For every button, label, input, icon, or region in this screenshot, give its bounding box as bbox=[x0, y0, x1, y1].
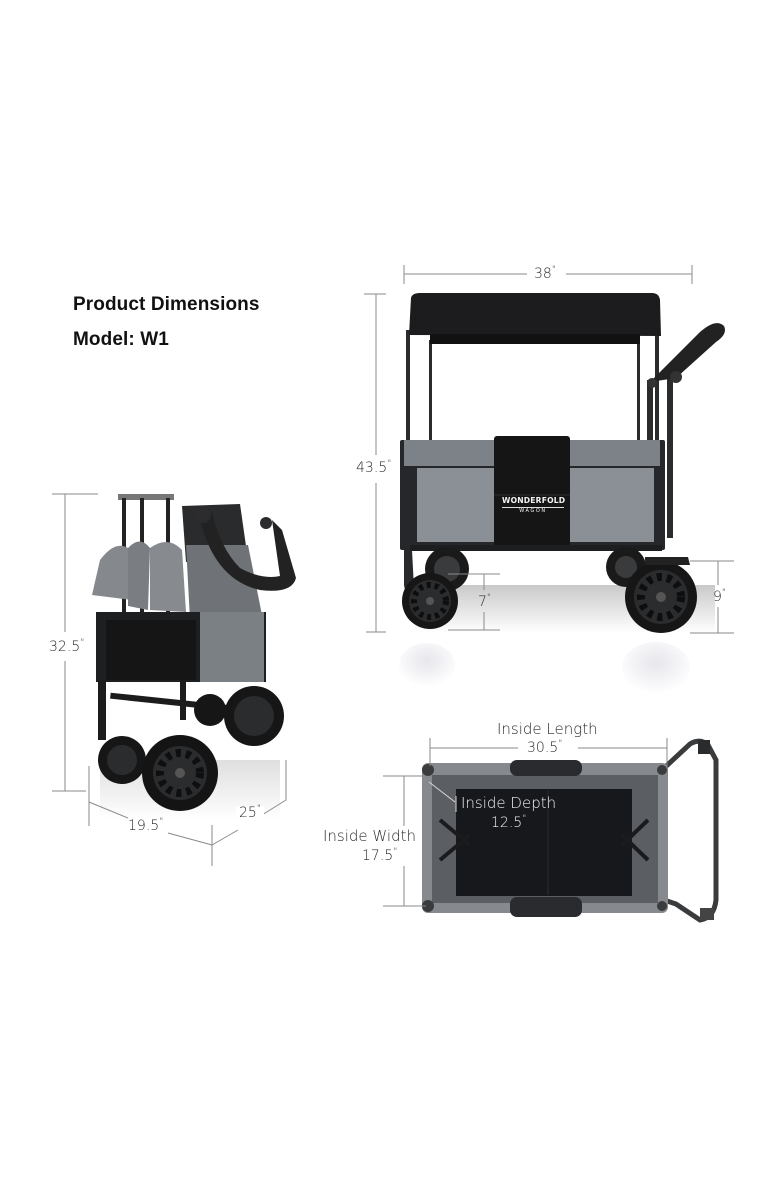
folded-width-value: 19.5 bbox=[128, 818, 160, 834]
inch-mark: " bbox=[551, 265, 556, 275]
overall-height-label: 43.5" bbox=[353, 459, 395, 476]
rear-wheel-height-value: 9 bbox=[713, 589, 722, 605]
inch-mark: " bbox=[393, 847, 398, 857]
fabric-panel-right bbox=[570, 468, 654, 542]
inch-mark: " bbox=[522, 814, 527, 824]
folded-height-value: 32.5 bbox=[49, 639, 81, 655]
folded-depth-label: 25" bbox=[236, 804, 264, 821]
side-view-wagon bbox=[399, 293, 725, 694]
brand-logo-main: WONDERFOLD bbox=[502, 496, 566, 505]
canopy-underside bbox=[430, 334, 640, 344]
folded-wagon bbox=[92, 494, 296, 820]
canopy-pole bbox=[637, 340, 640, 440]
inside-width-value: 17.5 bbox=[362, 848, 394, 864]
top-dimension-lines bbox=[383, 738, 668, 907]
front-wheel-height-label: 7" bbox=[475, 593, 494, 610]
overall-height-value: 43.5 bbox=[356, 460, 388, 476]
fold-top-rail bbox=[118, 494, 174, 500]
inch-mark: " bbox=[558, 739, 563, 749]
inch-mark: " bbox=[159, 817, 164, 827]
fabric-panel-left bbox=[417, 468, 494, 542]
center-pocket bbox=[494, 436, 570, 549]
depth-pointer bbox=[428, 781, 457, 812]
inside-width-title: Inside Width bbox=[323, 827, 417, 845]
brand-logo: WONDERFOLD WAGON bbox=[502, 496, 566, 514]
folded-height-label: 32.5" bbox=[46, 638, 88, 655]
front-wheel bbox=[402, 573, 458, 629]
folded-width-label: 19.5" bbox=[125, 817, 167, 834]
wheel-reflection bbox=[622, 642, 690, 694]
inside-depth-label: 12.5" bbox=[488, 814, 529, 831]
inside-depth-title: Inside Depth bbox=[461, 794, 557, 812]
canopy-pole bbox=[429, 340, 432, 440]
side-dimension-lines bbox=[364, 265, 734, 634]
inside-length-title: Inside Length bbox=[497, 720, 598, 738]
heading-title: Product Dimensions bbox=[73, 294, 260, 315]
inch-mark: " bbox=[387, 459, 392, 469]
heading-model: Model: W1 bbox=[73, 329, 169, 350]
inch-mark: " bbox=[721, 588, 727, 598]
rear-fender bbox=[645, 557, 690, 565]
rear-wheel-height-label: 9" bbox=[710, 588, 729, 605]
folded-dimension-lines bbox=[52, 493, 287, 866]
inside-length-value: 30.5 bbox=[527, 740, 559, 756]
inside-width-label: 17.5" bbox=[359, 847, 400, 864]
chassis-bar bbox=[410, 545, 662, 551]
inch-mark: " bbox=[256, 804, 261, 814]
canopy-pole bbox=[655, 330, 659, 445]
overall-length-label: 38" bbox=[531, 265, 559, 282]
canopy-pole bbox=[406, 330, 410, 445]
brand-logo-sub: WAGON bbox=[502, 506, 564, 514]
fabric-top-left bbox=[404, 440, 494, 466]
inch-mark: " bbox=[486, 593, 492, 603]
inch-mark: " bbox=[80, 638, 85, 648]
folded-depth-value: 25 bbox=[239, 805, 257, 821]
rear-wheel bbox=[625, 561, 697, 633]
wheel-reflection bbox=[399, 643, 455, 687]
overall-length-value: 38 bbox=[534, 266, 552, 282]
fabric-top-right bbox=[570, 440, 660, 466]
canopy bbox=[409, 293, 661, 336]
push-handle bbox=[647, 323, 725, 538]
front-wheel-height-value: 7 bbox=[478, 594, 487, 610]
top-view-wagon bbox=[422, 738, 719, 923]
inside-length-label: 30.5" bbox=[524, 739, 566, 756]
inside-depth-value: 12.5 bbox=[491, 815, 523, 831]
